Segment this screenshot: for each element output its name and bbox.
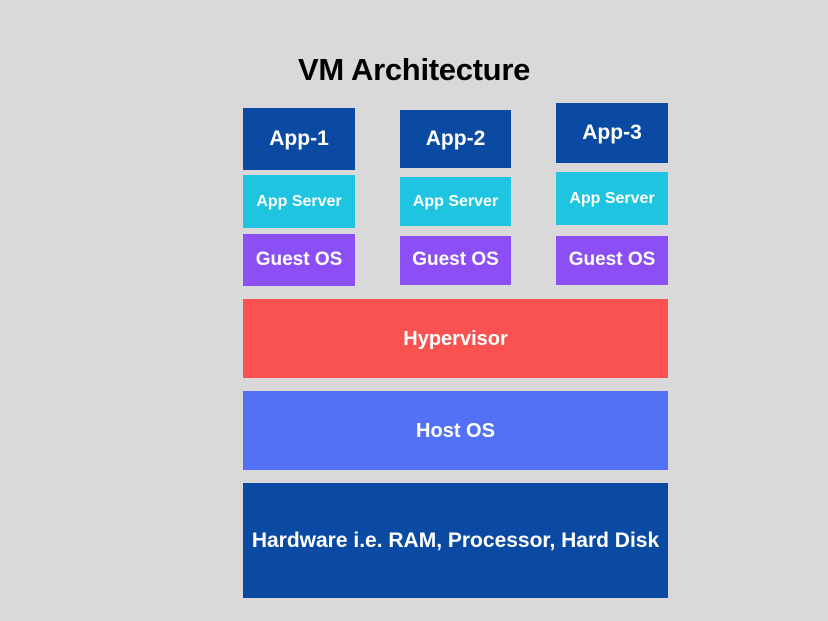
vm1-guest-os-box[interactable]: Guest OS <box>243 234 355 286</box>
vm3-app-box[interactable]: App-3 <box>556 103 668 163</box>
vm2-guest-os-box[interactable]: Guest OS <box>400 236 511 285</box>
hardware-layer[interactable]: Hardware i.e. RAM, Processor, Hard Disk <box>243 483 668 598</box>
vm2-app-box[interactable]: App-2 <box>400 110 511 168</box>
host-os-layer[interactable]: Host OS <box>243 391 668 470</box>
vm1-app-server-box[interactable]: App Server <box>243 175 355 228</box>
page-title: VM Architecture <box>297 52 531 87</box>
vm1-app-box[interactable]: App-1 <box>243 108 355 170</box>
vm3-guest-os-box[interactable]: Guest OS <box>556 236 668 285</box>
vm3-app-server-box[interactable]: App Server <box>556 172 668 225</box>
hypervisor-layer[interactable]: Hypervisor <box>243 299 668 378</box>
vm2-app-server-box[interactable]: App Server <box>400 177 511 226</box>
